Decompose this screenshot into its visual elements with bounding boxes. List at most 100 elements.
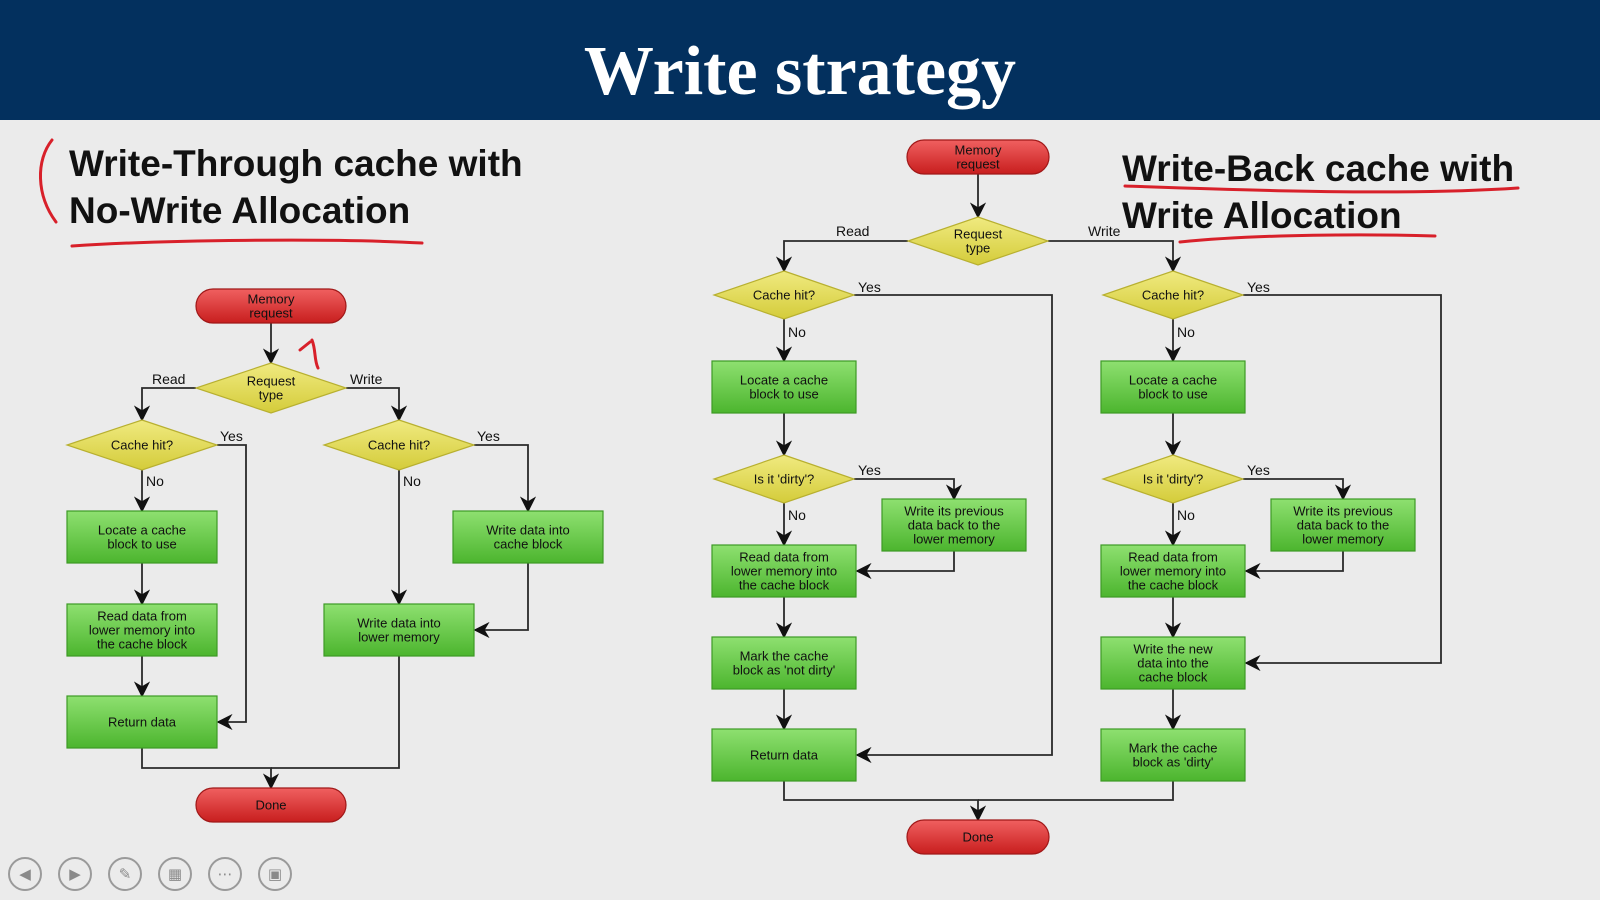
flow-connector: [1243, 294, 1442, 672]
edge-label-no-write: No: [403, 473, 421, 489]
node-label: Cache hit?: [1142, 288, 1204, 303]
next-icon[interactable]: ▶: [58, 857, 92, 891]
node-label: the cache block: [1128, 578, 1219, 593]
node-label: Done: [962, 830, 993, 845]
node-label: Is it 'dirty'?: [1143, 472, 1204, 487]
write-back-node-cache-hit-read: Cache hit?: [712, 270, 856, 320]
node-label: Return data: [750, 748, 819, 763]
node-label: data back to the: [908, 518, 1001, 533]
annotation-bracket: [39, 138, 58, 224]
node-label: Done: [255, 798, 286, 813]
terminal-shape: [906, 819, 1050, 855]
edge-label-read: Read: [836, 223, 869, 239]
node-label: block to use: [107, 537, 176, 552]
flow-connector: [141, 748, 280, 790]
flowchart-edges: [133, 174, 1442, 822]
flow-connector: [775, 240, 908, 273]
write-through-node-cache-hit-read: Cache hit?: [65, 419, 219, 471]
edge-label-no-hit-write: No: [1177, 324, 1195, 340]
node-label: Read data from: [1128, 550, 1218, 565]
node-label: Locate a cache: [740, 373, 828, 388]
flow-connector: [1048, 240, 1182, 273]
node-label: lower memory: [913, 532, 995, 547]
write-through-heading-line1: Write-Through cache with: [69, 143, 523, 184]
edge-label-yes-hit-write: Yes: [1247, 279, 1270, 295]
write-back-heading-line1: Write-Back cache with: [1122, 148, 1515, 189]
node-label: data back to the: [1297, 518, 1390, 533]
presenter-view-icon[interactable]: ▣: [258, 857, 292, 891]
flow-connector: [474, 444, 537, 513]
process-shape: [1100, 544, 1246, 598]
node-label: lower memory into: [731, 564, 837, 579]
edge-label-write: Write: [350, 371, 383, 387]
edge-label-no-dirty-write: No: [1177, 507, 1195, 523]
write-back-heading: Write-Back cache with Write Allocation: [1122, 145, 1514, 239]
node-label: Write the new: [1133, 642, 1213, 657]
node-label: Cache hit?: [368, 438, 430, 453]
edge-label-no-read: No: [146, 473, 164, 489]
title-bar: [0, 0, 1600, 120]
annotation-underline-write-allocation: [1178, 233, 1437, 244]
process-shape: [66, 510, 218, 564]
process-shape: [323, 603, 475, 657]
write-back-node-dirty-write: Is it 'dirty'?: [1101, 454, 1245, 504]
node-label: Is it 'dirty'?: [754, 472, 815, 487]
edge-label-yes-dirty-write: Yes: [1247, 462, 1270, 478]
node-label: Mark the cache: [1129, 741, 1218, 756]
process-shape: [881, 498, 1027, 552]
node-label: Memory: [955, 143, 1002, 158]
flow-connector: [854, 478, 963, 501]
edge-label-no-dirty-read: No: [788, 507, 806, 523]
pen-icon[interactable]: ✎: [108, 857, 142, 891]
node-label: Read data from: [739, 550, 829, 565]
terminal-shape: [195, 787, 347, 823]
node-label: Cache hit?: [111, 438, 173, 453]
write-back-node-return-data: Return data: [711, 728, 857, 782]
flow-connector: [271, 656, 400, 769]
edge-label-read: Read: [152, 371, 185, 387]
node-label: the cache block: [739, 578, 830, 593]
node-label: Locate a cache: [98, 523, 186, 538]
node-label: block as 'dirty': [1133, 755, 1214, 770]
write-back-node-done: Done: [906, 819, 1050, 855]
edge-label-yes-write: Yes: [477, 428, 500, 444]
flow-connector: [978, 781, 1174, 801]
handwritten-annotations: [39, 138, 1520, 370]
node-label: Write its previous: [904, 504, 1004, 519]
terminal-shape: [906, 139, 1050, 175]
slides-icon[interactable]: ▦: [158, 857, 192, 891]
flow-connector: [1244, 551, 1344, 580]
write-back-node-dirty-read: Is it 'dirty'?: [712, 454, 856, 504]
node-label: Return data: [108, 715, 177, 730]
decision-shape: [194, 362, 348, 414]
edge-label-no-hit-read: No: [788, 324, 806, 340]
node-label: Write its previous: [1293, 504, 1393, 519]
decision-shape: [1101, 454, 1245, 504]
decision-shape: [712, 454, 856, 504]
more-icon[interactable]: ⋯: [208, 857, 242, 891]
node-label: request: [956, 157, 1000, 172]
process-shape: [711, 728, 857, 782]
node-label: Request: [247, 374, 296, 389]
flow-connector: [1243, 478, 1352, 501]
annotation-underline-write-through: [70, 238, 424, 248]
node-label: Request: [954, 227, 1003, 242]
node-label: block as 'not dirty': [733, 663, 836, 678]
write-back-node-cache-hit-write: Cache hit?: [1101, 270, 1245, 320]
previous-icon[interactable]: ◀: [8, 857, 42, 891]
decision-shape: [906, 216, 1050, 266]
write-back-heading-line2: Write Allocation: [1122, 195, 1402, 236]
terminal-shape: [195, 288, 347, 324]
decision-shape: [712, 270, 856, 320]
